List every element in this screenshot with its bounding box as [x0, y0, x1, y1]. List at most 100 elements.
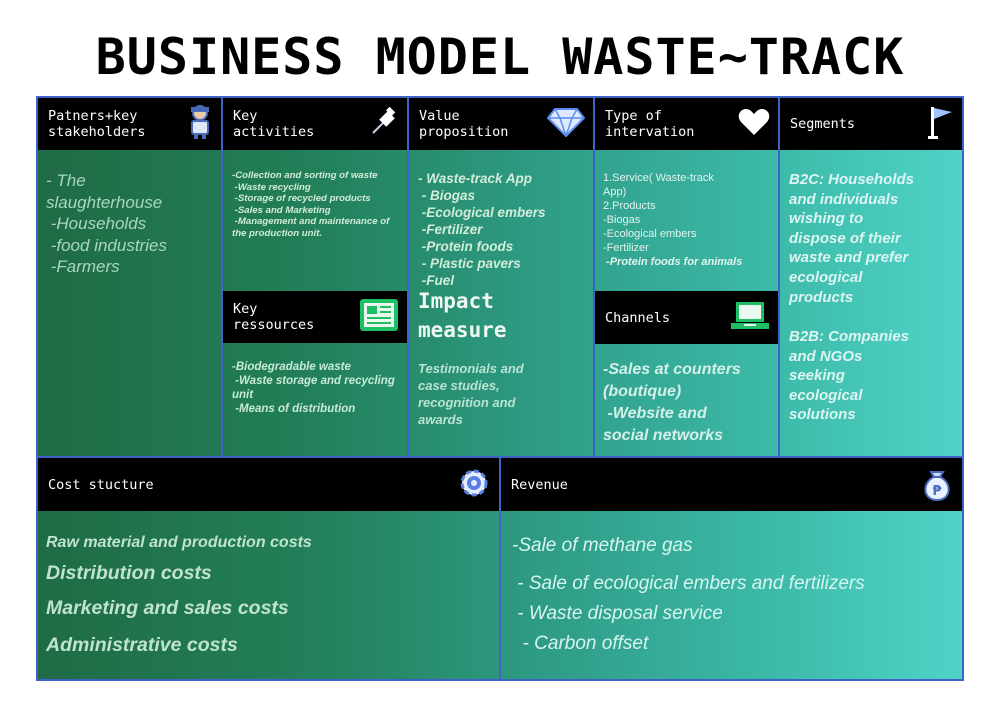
- divider: [593, 96, 595, 458]
- list-item: (boutique): [603, 383, 682, 400]
- list-item: solutions: [789, 406, 856, 424]
- list-item: - Plastic pavers: [418, 256, 521, 271]
- list-item: -Waste storage and recycling unit: [232, 375, 398, 401]
- list-item: products: [789, 288, 854, 306]
- list-item: recognition and: [418, 395, 516, 410]
- divider: [221, 96, 223, 458]
- list-item: -Households: [46, 214, 147, 233]
- segments-header: Segments: [780, 98, 962, 150]
- list-item: Distribution costs: [46, 562, 212, 584]
- list-item: Administrative costs: [46, 634, 238, 656]
- channels-list: -Sales at counters (boutique) -Website a…: [603, 359, 775, 447]
- list-item: - Sale of ecological embers and fertiliz…: [512, 573, 865, 594]
- partners-list: - The slaughterhouse -Households -food i…: [46, 170, 216, 278]
- list-item: -Ecological embers: [418, 205, 546, 220]
- list-item: App): [603, 186, 627, 198]
- revenue-list: -Sale of methane gas - Sale of ecologica…: [512, 531, 952, 659]
- resources-list: -Biodegradable waste -Waste storage and …: [232, 360, 400, 416]
- person-icon: [187, 104, 213, 144]
- list-item: ecological: [789, 386, 863, 404]
- list-item: -Collection and sorting of waste: [232, 170, 378, 181]
- list-item: wishing to: [789, 210, 864, 228]
- list-item: Testimonials and: [418, 361, 524, 376]
- list-item: -Ecological embers: [603, 228, 697, 240]
- revenue-header: Revenue ₱: [501, 458, 962, 511]
- laptop-icon: [730, 300, 770, 336]
- list-item: -Biodegradable waste: [232, 361, 351, 373]
- list-item: slaughterhouse: [46, 192, 163, 212]
- list-item: -Sales and Marketing: [232, 204, 331, 216]
- pushpin-icon: [369, 106, 399, 141]
- list-item: -Sales at counters: [603, 361, 741, 378]
- list-item: 1.Service( Waste-track: [603, 172, 714, 184]
- list-item: -food industries: [46, 235, 167, 255]
- partners-header-label: Patners+key stakeholders: [48, 108, 146, 140]
- list-item: -Website and: [603, 405, 707, 422]
- money-bag-icon: ₱: [920, 464, 954, 506]
- page-title: BUSINESS MODEL WASTE~TRACK: [95, 28, 905, 86]
- list-item: -Management and maintenance of the produ…: [232, 216, 392, 239]
- list-item: -Fertilizer: [603, 242, 649, 254]
- divider: [778, 96, 780, 458]
- gear-icon: [457, 466, 491, 504]
- list-item: 2.Products: [603, 200, 656, 212]
- intervention-header-label: Type of intervation: [605, 108, 695, 140]
- cost-header: Cost stucture: [38, 458, 499, 511]
- impact-measure-title: Impact measure: [418, 289, 507, 342]
- activities-list: -Collection and sorting of waste -Waste …: [232, 170, 400, 239]
- list-item: - Waste-track App: [418, 171, 533, 186]
- list-item: Raw material and production costs: [46, 534, 312, 551]
- testimonials-list: Testimonials and case studies, recogniti…: [418, 360, 588, 428]
- activities-header: Key activities: [223, 98, 407, 150]
- list-item: Marketing and sales costs: [46, 597, 289, 619]
- value-header: Value proposition: [409, 98, 593, 150]
- divider: [36, 456, 964, 458]
- list-item: waste and prefer: [789, 249, 909, 267]
- channels-header-label: Channels: [605, 309, 671, 326]
- activities-header-label: Key activities: [233, 108, 315, 140]
- value-list: - Waste-track App - Biogas -Ecological e…: [418, 170, 588, 289]
- list-item: B2C: Households: [789, 171, 915, 188]
- intervention-header: Type of intervation: [595, 98, 778, 150]
- list-item: -Waste recycling: [232, 181, 311, 193]
- list-item: -Means of distribution: [232, 403, 356, 415]
- channels-header: Channels: [595, 291, 778, 344]
- list-item: - Waste disposal service: [512, 603, 723, 624]
- document-icon: [359, 298, 399, 336]
- list-item: -Biogas: [603, 214, 641, 226]
- segments-header-label: Segments: [790, 116, 856, 132]
- cost-header-label: Cost stucture: [48, 476, 154, 493]
- list-item: - The: [46, 171, 86, 190]
- partners-header: Patners+key stakeholders: [38, 98, 221, 150]
- segments-b2c: B2C: Households and individuals wishing …: [789, 170, 959, 307]
- divider: [407, 96, 409, 458]
- list-item: -Fuel: [418, 273, 454, 288]
- list-item: case studies,: [418, 378, 500, 393]
- resources-header-label: Key ressources: [233, 301, 315, 333]
- intervention-list: 1.Service( Waste-track App) 2.Products -…: [603, 171, 773, 269]
- cost-list: Raw material and production costs Distri…: [46, 530, 486, 664]
- heart-icon: [738, 108, 770, 140]
- list-item: awards: [418, 412, 463, 427]
- segments-b2b: B2B: Companies and NGOs seeking ecologic…: [789, 327, 959, 425]
- diamond-icon: [546, 107, 586, 141]
- list-item: - Biogas: [418, 188, 476, 203]
- list-item: -Farmers: [46, 257, 120, 276]
- list-item: and individuals: [789, 190, 899, 208]
- flag-icon: [928, 105, 954, 143]
- resources-header: Key ressources: [223, 291, 407, 343]
- list-item: -Sale of methane gas: [512, 535, 693, 556]
- list-item: dispose of their: [789, 229, 901, 247]
- list-item: B2B: Companies: [789, 328, 910, 345]
- list-item: - Carbon offset: [512, 633, 649, 654]
- list-item: -Fertilizer: [418, 222, 483, 237]
- list-item: social networks: [603, 427, 724, 444]
- list-item: -Protein foods: [418, 239, 514, 254]
- list-item: -Protein foods for animals: [603, 256, 743, 268]
- list-item: ecological: [789, 268, 863, 286]
- revenue-header-label: Revenue: [511, 476, 568, 493]
- list-item: and NGOs: [789, 347, 863, 365]
- divider: [499, 457, 501, 681]
- svg-text:₱: ₱: [932, 484, 942, 499]
- list-item: seeking: [789, 367, 845, 385]
